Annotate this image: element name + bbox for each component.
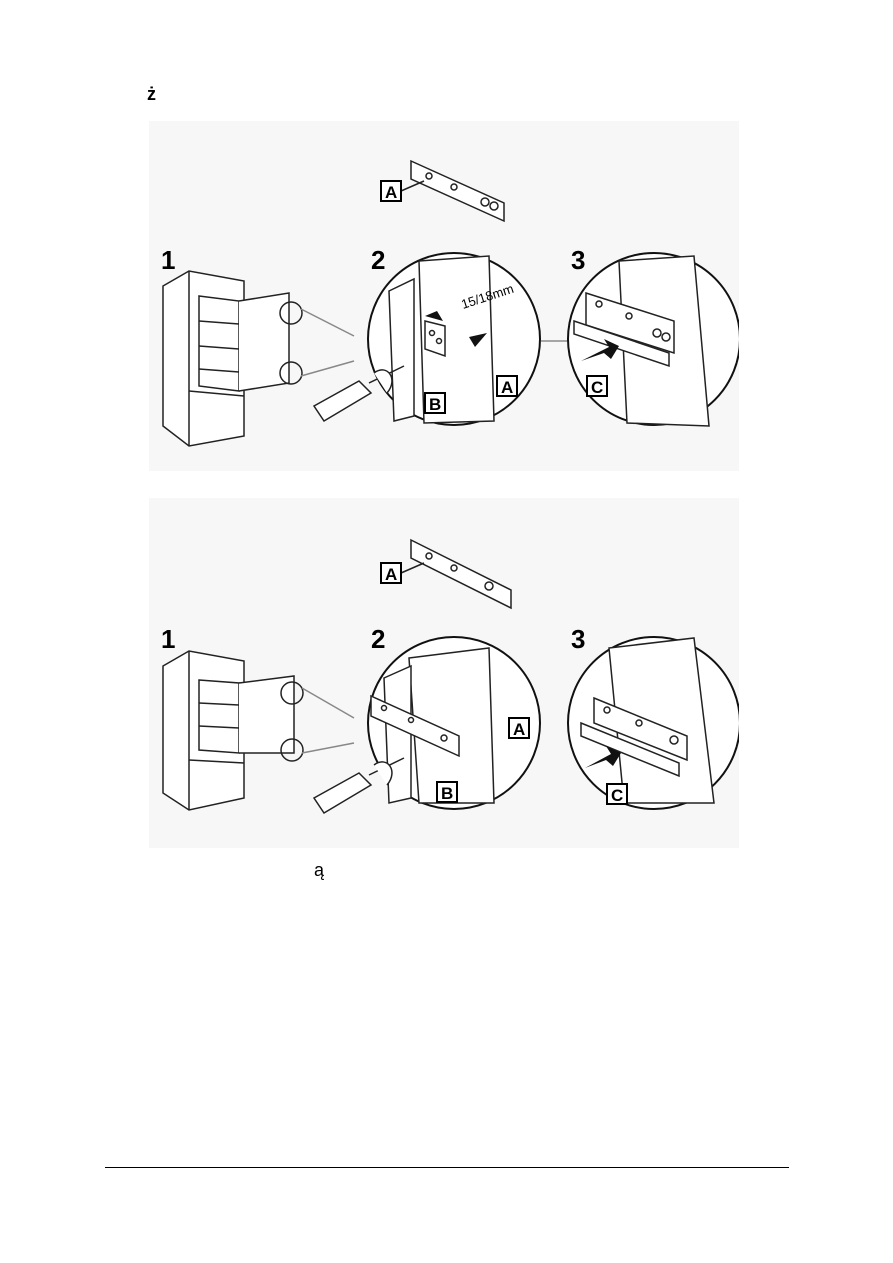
cabinet-corner-3 [573, 255, 710, 427]
label-b-2: B [441, 784, 453, 803]
footer-rule [105, 1167, 789, 1168]
label-a-top: A [385, 183, 397, 202]
label-c-2: C [611, 786, 623, 805]
fridge-open [162, 270, 355, 447]
step-2-number: 2 [371, 245, 385, 275]
top-glyph: ż [147, 84, 156, 104]
label-c-1: C [591, 378, 603, 397]
label-a-step2-1: A [501, 378, 513, 397]
figure-1-illustration: A 1 2 15 [149, 121, 739, 471]
label-a-top-2: A [385, 565, 397, 584]
step-2-number-2: 2 [371, 624, 385, 654]
bottom-glyph: ą [314, 860, 325, 880]
figure-2-illustration: A 1 2 A B 3 [149, 498, 739, 848]
cabinet-corner-2b [312, 647, 495, 815]
figure-1-drawing: A 1 2 15 [161, 159, 739, 447]
figure-2-drawing: A 1 2 A B 3 [161, 538, 739, 815]
part-a-loose-2 [400, 538, 512, 610]
step-3-number-2: 3 [571, 624, 585, 654]
fridge-open-2 [162, 650, 355, 811]
label-b-1: B [429, 395, 441, 414]
cabinet-corner-2 [312, 255, 495, 424]
label-a-step2-2: A [513, 720, 525, 739]
step-1-number: 1 [161, 245, 175, 275]
step-1-number-2: 1 [161, 624, 175, 654]
part-a-loose [400, 159, 505, 223]
step-3-number: 3 [571, 245, 585, 275]
cabinet-corner-3b [580, 637, 715, 804]
